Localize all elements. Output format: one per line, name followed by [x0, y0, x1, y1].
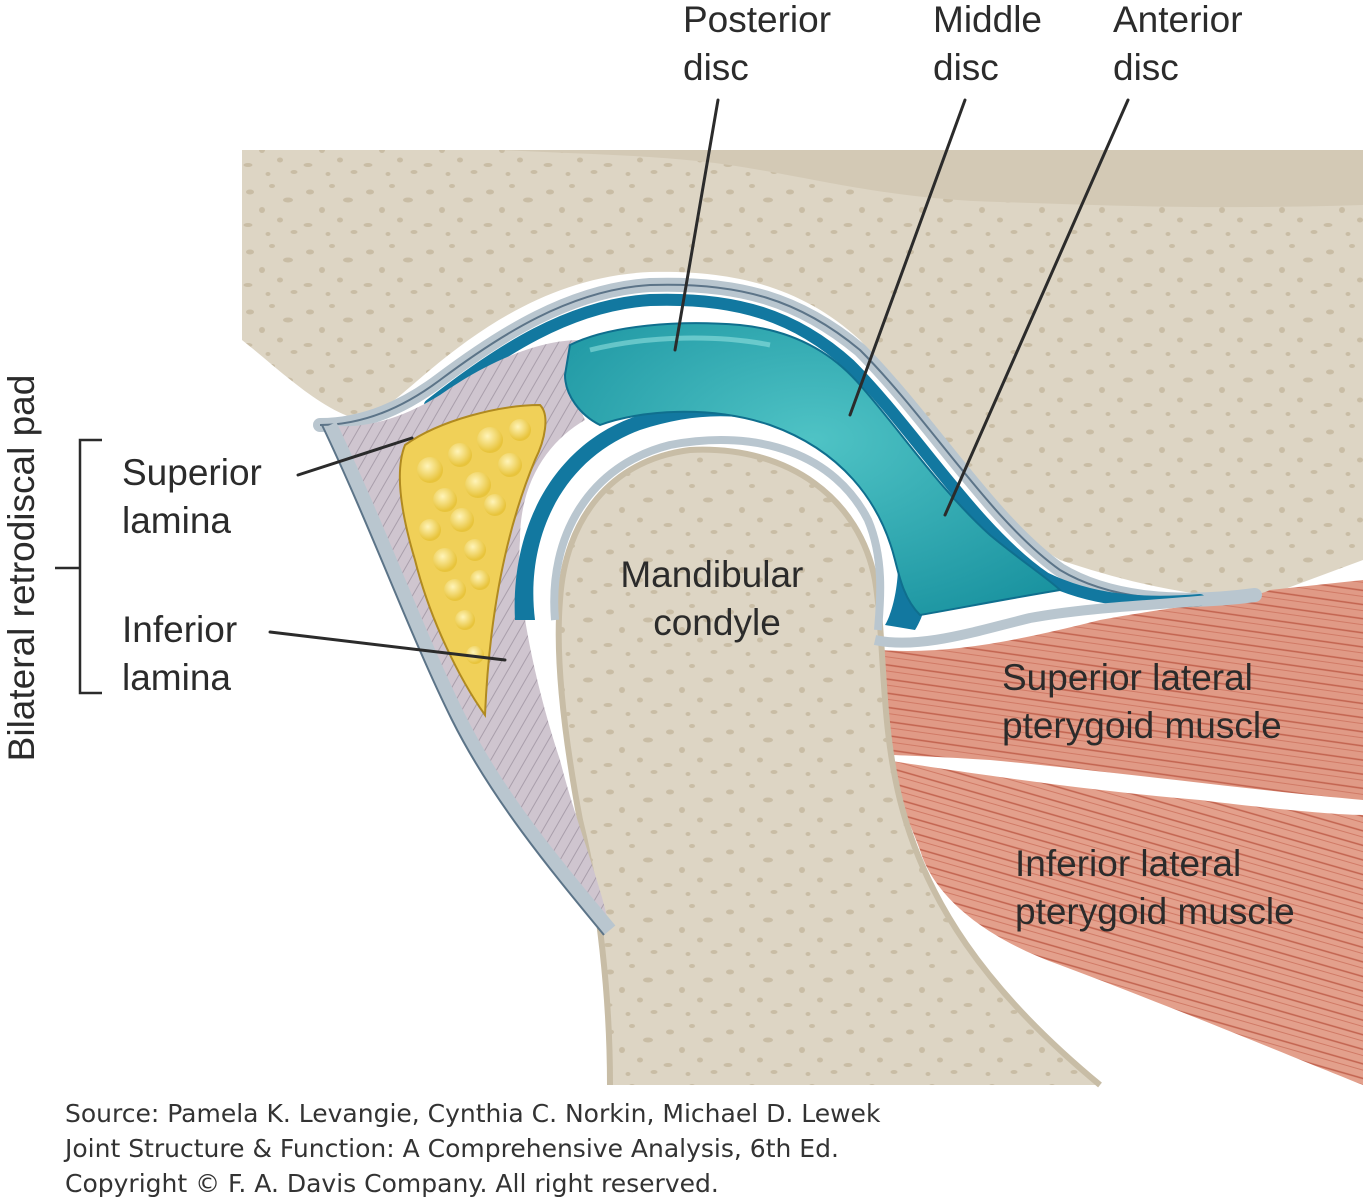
condyle-cortex: [555, 446, 1102, 1088]
source-line-3: Copyright © F. A. Davis Company. All rig…: [65, 1169, 719, 1198]
label-superior-lateral-pterygoid-line2: pterygoid muscle: [1002, 705, 1282, 746]
label-middle-disc-line1: Middle: [933, 0, 1042, 40]
leader-anterior-disc: [943, 98, 1130, 517]
upper-joint-space: [424, 293, 1206, 608]
label-superior-lateral-pterygoid: Superior lateral pterygoid muscle: [1002, 657, 1282, 746]
label-inferior-lamina-line2: lamina: [122, 657, 231, 698]
label-retrodiscal-pad: Bilateral retrodiscal pad: [1, 375, 42, 762]
label-inferior-lamina: Inferior lamina: [122, 609, 247, 698]
leader-middle-disc: [848, 98, 967, 417]
label-middle-disc-line2: disc: [933, 47, 999, 88]
posterior-capsule: [323, 421, 616, 935]
superior-lateral-pterygoid-muscle: [880, 580, 1363, 800]
source-line-2: Joint Structure & Function: A Comprehens…: [63, 1134, 839, 1163]
disc-highlight: [589, 335, 771, 353]
label-superior-lamina-line2: lamina: [122, 500, 231, 541]
label-inferior-lateral-pterygoid-line2: pterygoid muscle: [1015, 891, 1295, 932]
leader-superior-lamina: [296, 436, 414, 477]
articular-disc: [563, 322, 1063, 617]
label-inferior-lateral-pterygoid-line1: Inferior lateral: [1015, 843, 1241, 884]
condyle-articular-surface: [550, 436, 885, 631]
label-superior-lamina-line1: Superior: [122, 452, 262, 493]
label-middle-disc: Middle disc: [933, 0, 1052, 88]
posterior-capsule-edge: [321, 424, 605, 936]
label-posterior-disc: Posterior disc: [683, 0, 841, 88]
inferior-lateral-pterygoid-muscle: [885, 760, 1363, 1085]
label-mandibular-condyle-line1: Mandibular: [620, 554, 803, 595]
label-mandibular-condyle: Mandibular condyle: [620, 554, 813, 643]
anterior-capsule: [873, 590, 1259, 648]
label-superior-lateral-pterygoid-line1: Superior lateral: [1002, 657, 1253, 698]
label-anterior-disc-line2: disc: [1113, 47, 1179, 88]
leader-posterior-disc: [673, 98, 720, 352]
label-inferior-lateral-pterygoid: Inferior lateral pterygoid muscle: [1015, 843, 1295, 932]
source-line-1: Source: Pamela K. Levangie, Cynthia C. N…: [65, 1099, 881, 1128]
leader-inferior-lamina: [268, 630, 507, 662]
mandibular-condyle-bone: [558, 449, 1100, 1085]
label-anterior-disc-line1: Anterior: [1113, 0, 1243, 40]
temporal-bone: [242, 150, 1363, 600]
label-inferior-lamina-line1: Inferior: [122, 609, 237, 650]
label-posterior-disc-line1: Posterior: [683, 0, 831, 40]
label-mandibular-condyle-line2: condyle: [653, 602, 781, 643]
temporal-bone-top-strip: [500, 150, 1363, 208]
label-posterior-disc-line2: disc: [683, 47, 749, 88]
label-anterior-disc: Anterior disc: [1113, 0, 1253, 88]
label-superior-lamina: Superior lamina: [122, 452, 272, 541]
joint-capsule-outer-edge: [319, 283, 1256, 601]
retrodiscal-bracket: [55, 438, 102, 695]
